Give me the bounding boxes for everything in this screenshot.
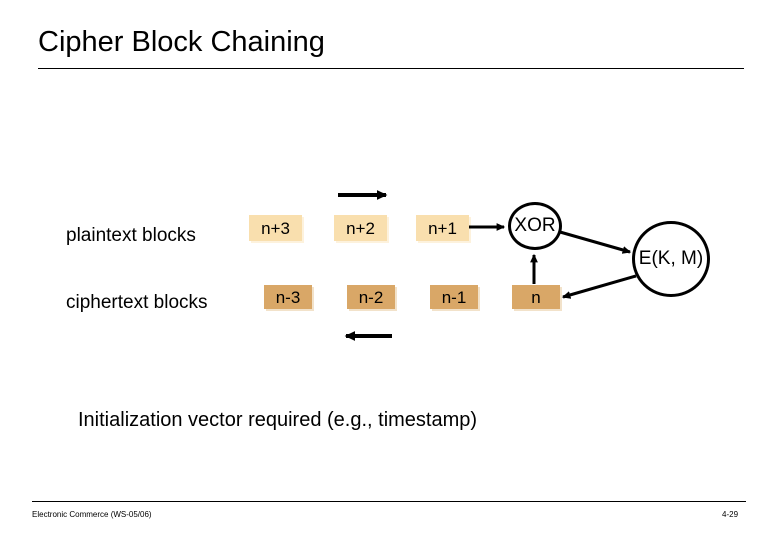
encryption-function-node: E(K, M) — [632, 221, 710, 297]
xor-node: XOR — [508, 202, 562, 250]
arrow-encryption-to-ciphertext — [561, 274, 637, 299]
page-title: Cipher Block Chaining — [38, 26, 325, 58]
ciphertext-block-n-minus-3: n-3 — [264, 285, 312, 309]
slide-caption: Initialization vector required (e.g., ti… — [78, 409, 478, 431]
ciphertext-block-n-minus-2: n-2 — [347, 285, 395, 309]
ciphertext-block-n-minus-1: n-1 — [430, 285, 478, 309]
footer-divider — [32, 501, 746, 502]
plaintext-row-label: plaintext blocks — [66, 225, 196, 246]
footer-course-label: Electronic Commerce (WS-05/06) — [32, 510, 152, 519]
ciphertext-row-label: ciphertext blocks — [66, 292, 208, 313]
arrow-xor-to-encryption — [559, 230, 632, 254]
plaintext-block-n-plus-1: n+1 — [416, 215, 469, 241]
plaintext-block-n-plus-3: n+3 — [249, 215, 302, 241]
ciphertext-block-n: n — [512, 285, 560, 309]
title-divider — [38, 68, 744, 69]
plaintext-block-n-plus-2: n+2 — [334, 215, 387, 241]
footer-page-number: 4-29 — [722, 510, 739, 519]
